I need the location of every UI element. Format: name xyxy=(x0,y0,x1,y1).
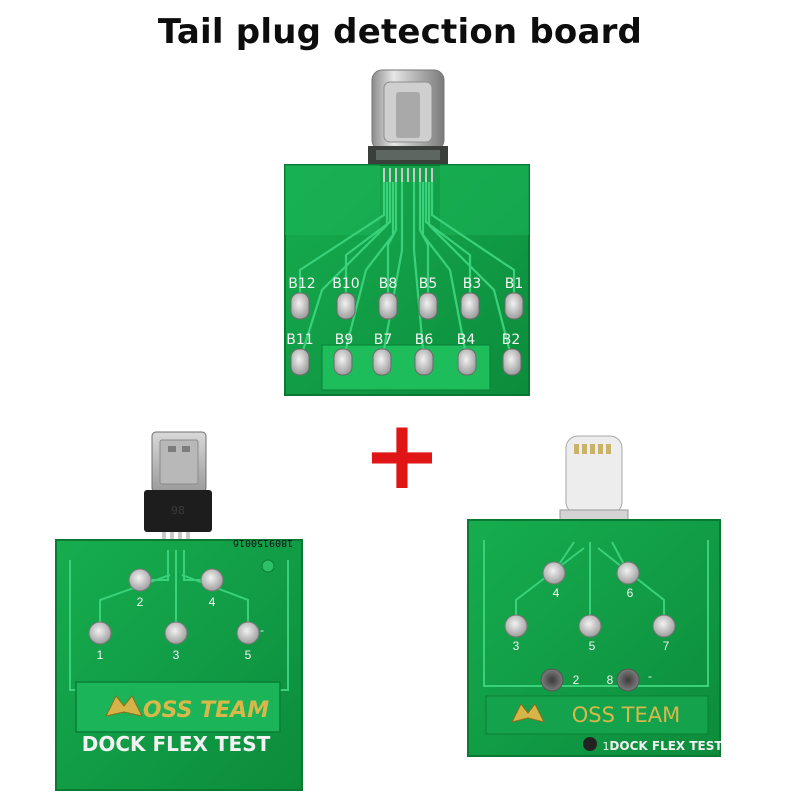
label-b8: B8 xyxy=(379,276,398,292)
micro-usb-test-board: 98 180915001б 2 4 1 3 xyxy=(55,431,303,791)
pad-label-5: 5 xyxy=(245,648,252,662)
label-b3: B3 xyxy=(463,276,482,292)
label-b9: B9 xyxy=(335,332,354,348)
pad-7 xyxy=(652,614,676,638)
pad-3 xyxy=(164,621,188,645)
pad-5 xyxy=(236,621,260,645)
pad-b12 xyxy=(290,292,310,320)
pad-3 xyxy=(504,614,528,638)
pad-2 xyxy=(128,568,152,592)
type-c-bottom-pads xyxy=(290,348,522,376)
brand-oss-team: OSS TEAM xyxy=(143,698,269,723)
type-c-traces xyxy=(298,182,516,361)
pad-1 xyxy=(88,621,112,645)
page-title: Tail plug detection board xyxy=(157,12,643,52)
type-c-top-pads xyxy=(290,292,524,320)
pad-label-7: 7 xyxy=(663,639,670,653)
pad-b2 xyxy=(502,348,522,376)
caption-dock-flex-test: DOCK FLEX TEST xyxy=(82,732,271,756)
pad-minus: - xyxy=(648,669,652,683)
mounting-hole xyxy=(583,737,597,751)
caption-number: 1 xyxy=(603,740,610,753)
pad-4 xyxy=(542,561,566,585)
label-b5: B5 xyxy=(419,276,438,292)
plus-sign: + xyxy=(362,399,442,511)
micro-usb-pads xyxy=(88,568,260,645)
pad-label-6: 6 xyxy=(627,586,634,600)
pad-b9 xyxy=(333,348,353,376)
pad-b3 xyxy=(460,292,480,320)
type-c-test-board: B12 B10 B8 B5 B3 B1 B11 B9 B7 B6 B4 B2 xyxy=(284,69,530,396)
caption-dock-flex-test: DOCK FLEX TEST xyxy=(609,739,723,753)
pad-label-3: 3 xyxy=(513,639,520,653)
lightning-pads xyxy=(504,561,676,692)
pad-minus: - xyxy=(260,623,264,637)
pad-label-3: 3 xyxy=(173,648,180,662)
type-c-connector xyxy=(368,69,448,166)
pad-label-2: 2 xyxy=(573,673,580,687)
pad-b1 xyxy=(504,292,524,320)
label-b11: B11 xyxy=(286,332,313,348)
label-b12: B12 xyxy=(288,276,315,292)
label-b7: B7 xyxy=(374,332,393,348)
pad-8 xyxy=(616,668,640,692)
label-b4: B4 xyxy=(457,332,476,348)
micro-usb-connector: 98 xyxy=(144,431,212,550)
connector-mark: 98 xyxy=(171,504,185,517)
pad-b10 xyxy=(336,292,356,320)
pad-label-5: 5 xyxy=(589,639,596,653)
pad-b11 xyxy=(290,348,310,376)
pad-label-8: 8 xyxy=(607,673,614,687)
pad-b8 xyxy=(378,292,398,320)
pad-label-2: 2 xyxy=(137,595,144,609)
pad-label-1: 1 xyxy=(97,648,104,662)
pad-b7 xyxy=(372,348,392,376)
serial-number: 180915001б xyxy=(233,537,293,549)
pad-4 xyxy=(200,568,224,592)
pad-label-4: 4 xyxy=(553,586,560,600)
lightning-test-board: 4 6 3 5 7 2 8 - OSS TEAM 1 DOCK FLEX TES… xyxy=(467,435,723,757)
label-b6: B6 xyxy=(415,332,434,348)
label-b10: B10 xyxy=(332,276,359,292)
pad-2 xyxy=(540,668,564,692)
brand-oss-team: OSS TEAM xyxy=(572,703,680,727)
pad-b4 xyxy=(457,348,477,376)
pad-label-4: 4 xyxy=(209,595,216,609)
label-b1: B1 xyxy=(505,276,524,292)
pad-5 xyxy=(578,614,602,638)
oss-team-logo-icon xyxy=(105,695,143,717)
pad-b6 xyxy=(414,348,434,376)
pad-6 xyxy=(616,561,640,585)
pad-b5 xyxy=(418,292,438,320)
label-b2: B2 xyxy=(502,332,521,348)
oss-team-logo-icon xyxy=(511,703,545,723)
